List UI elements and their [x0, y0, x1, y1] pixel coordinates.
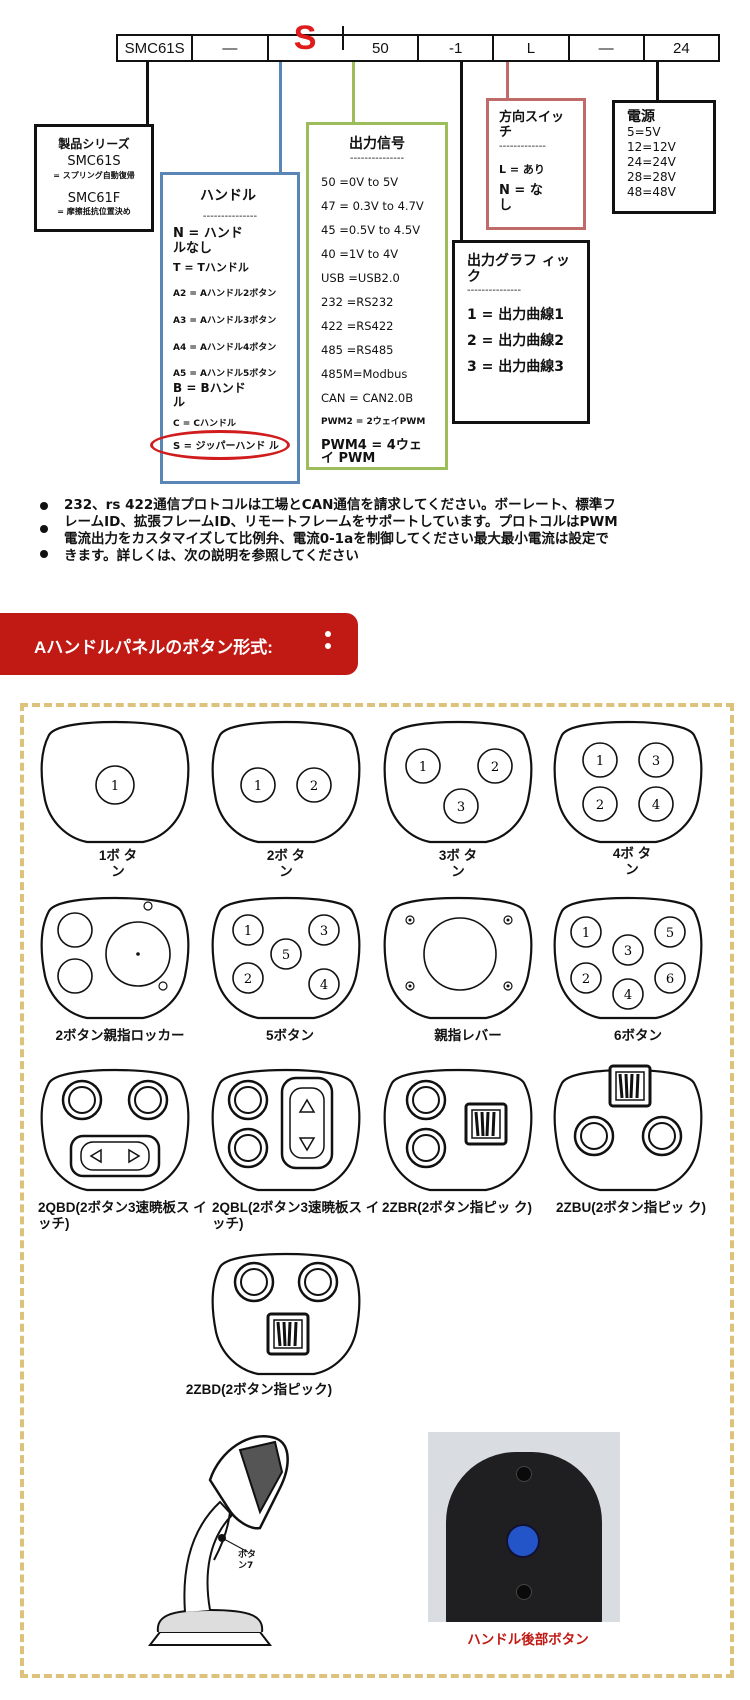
- code-cell-power: 24: [673, 39, 690, 57]
- handle-divider: ---------------: [202, 211, 258, 222]
- note-bullet-3: [40, 550, 48, 558]
- code-cell-graph: -1: [419, 36, 495, 60]
- note-line-1: 232、rs 422通信プロトコルは工場とCAN通信を請求してください。ボーレー…: [64, 497, 616, 513]
- panel-label-thumb-rocker: 2ボタン親指ロッカー: [55, 1028, 185, 1043]
- power-item-1: 12=12V: [627, 140, 676, 155]
- screw-top: [516, 1466, 532, 1482]
- note-bullet-2: [40, 525, 48, 533]
- panel-label-thumb-lever: 親指レバー: [434, 1028, 502, 1043]
- direction-item-n: N = な し: [499, 183, 543, 213]
- note-bullet-1: [40, 502, 48, 510]
- button-7-label: ボタ ン7: [238, 1550, 257, 1571]
- panel-label-4-button: 4ボ タン: [612, 846, 652, 877]
- panel-label-3-button: 3ボ タン: [438, 848, 478, 879]
- output-item-1: 47 = 0.3V to 4.7V: [321, 199, 424, 213]
- series-title: 製品シリーズ: [58, 137, 130, 151]
- output-item-9: CAN = CAN2.0B: [321, 391, 414, 405]
- connector-direction: [506, 62, 509, 100]
- graph-item-1: 1 = 出力曲線1: [467, 307, 564, 324]
- output-item-11: PWM4 = 4ウェイ PWM: [321, 438, 422, 466]
- panel-label-5-button: 5ボタン: [265, 1028, 314, 1043]
- output-item-0: 50 =0V to 5V: [321, 175, 399, 189]
- output-item-10: PWM2 = 2ウェイPWM: [321, 417, 426, 427]
- power-item-2: 24=24V: [627, 155, 676, 170]
- power-title: 電源: [627, 109, 655, 125]
- screw-bottom: [516, 1584, 532, 1600]
- series-item-1-note: = スプリング自動復帰: [53, 170, 135, 180]
- more-dots-icon: [325, 631, 331, 649]
- panel-label-2zbu: 2ZBU(2ボタン指ピッ ク): [556, 1200, 707, 1215]
- connector-handle: [279, 62, 282, 174]
- connector-graph: [460, 62, 463, 242]
- output-list: 50 =0V to 5V 47 = 0.3V to 4.7V 45 =0.5V to…: [321, 175, 445, 465]
- panel-label-2zbr: 2ZBR(2ボタン指ピッ ク): [382, 1200, 533, 1215]
- direction-box: 方向スイッ チ ------------- L = あり N = な し: [486, 98, 586, 230]
- model-code-bar: SMC61S — S 50 -1 L — 24: [116, 19, 720, 62]
- code-cell-series: SMC61S: [118, 36, 194, 60]
- handle-item-t: T = Tハンドル: [173, 260, 249, 274]
- handle-item-a4: A4 = Aハンドル4ボタン: [173, 343, 277, 354]
- output-item-7: 485 =RS485: [321, 343, 394, 357]
- panel-label-1-button: 1ボ タン: [98, 848, 138, 879]
- panel-label-2-button: 2ボ タン: [266, 848, 306, 879]
- direction-item-l: L = あり: [499, 162, 545, 176]
- graph-item-3: 3 = 出力曲線3: [467, 359, 564, 376]
- direction-divider: -------------: [499, 140, 546, 152]
- handle-item-a3: A3 = Aハンドル3ボタン: [173, 316, 277, 327]
- output-box: 出力信号 --------------- 50 =0V to 5V 47 = 0.…: [306, 122, 448, 470]
- connector-output: [352, 62, 355, 124]
- note-line-4: きます。詳しくは、次の説明を参照してください: [64, 548, 359, 564]
- connector-series: [146, 62, 149, 126]
- graph-title: 出力グラフ ィック: [467, 253, 570, 286]
- panel-label-2qbd: 2QBD(2ボタン3速暁板ス イッチ): [38, 1200, 207, 1231]
- graph-box: 出力グラフ ィック --------------- 1 = 出力曲線1 2 = …: [452, 240, 590, 424]
- graph-item-2: 2 = 出力曲線2: [467, 333, 564, 350]
- series-item-2-note: = 摩擦抵抗位置決め: [57, 207, 131, 217]
- output-item-4: USB =USB2.0: [321, 271, 400, 285]
- graph-divider: ---------------: [467, 285, 522, 297]
- connector-power: [656, 62, 659, 104]
- output-item-2: 45 =0.5V to 4.5V: [321, 223, 421, 237]
- series-item-1: SMC61S: [67, 154, 121, 169]
- code-cell-dash2: —: [570, 36, 645, 60]
- button-panel-area: [20, 703, 734, 1678]
- handle-item-c: C = Cハンドル: [173, 418, 237, 429]
- rear-button-photo: [428, 1432, 620, 1622]
- code-cell-output: 50: [344, 36, 419, 60]
- power-item-3: 28=28V: [627, 170, 676, 185]
- handle-side-drawing: [147, 1435, 289, 1646]
- output-divider: ---------------: [349, 153, 405, 164]
- handle-title: ハンドル: [200, 188, 256, 204]
- banner-title: Aハンドルパネルのボタン形式:: [34, 638, 273, 657]
- series-item-2: SMC61F: [67, 190, 121, 206]
- series-box: 製品シリーズ SMC61S = スプリング自動復帰 SMC61F = 摩擦抵抗位…: [34, 124, 154, 232]
- power-item-0: 5=5V: [627, 125, 661, 140]
- handle-item-n: N = ハンド ルなし: [173, 226, 243, 256]
- rear-button-icon: [508, 1526, 538, 1556]
- rear-button-caption: ハンドル後部ボタン: [467, 1632, 589, 1647]
- handle-item-b: B = Bハンド ル: [173, 381, 246, 409]
- handle-s-highlight: [150, 430, 290, 460]
- power-item-4: 48=48V: [627, 185, 676, 200]
- handle-item-a5: A5 = Aハンドル5ボタン: [173, 369, 277, 380]
- output-item-5: 232 =RS232: [321, 295, 394, 309]
- handle-item-a2: A2 = Aハンドル2ボタン: [173, 289, 277, 300]
- section-banner: Aハンドルパネルのボタン形式:: [0, 613, 358, 675]
- code-cell-dash: —: [193, 36, 269, 60]
- panel-label-6-button: 6ボタン: [613, 1028, 662, 1043]
- note-line-2: レームID、拡張フレームID、リモートフレームをサポートしています。プロトコルは…: [64, 514, 618, 530]
- note-line-3: 電流出力をカスタマイズして比例弁、電流0-1aを制御してください最大最小電流は設…: [64, 531, 609, 547]
- direction-title: 方向スイッ チ: [499, 110, 565, 140]
- output-item-8: 485M=Modbus: [321, 367, 408, 381]
- output-item-3: 40 =1V to 4V: [321, 247, 399, 261]
- panel-label-2qbl: 2QBL(2ボタン3速暁板ス イッチ): [212, 1200, 380, 1231]
- output-title: 出力信号: [349, 136, 405, 152]
- code-cell-handle: S: [269, 19, 344, 57]
- output-item-6: 422 =RS422: [321, 319, 394, 333]
- code-cell-direction: L: [494, 36, 570, 60]
- panel-label-2zbd: 2ZBD(2ボタン指ピック): [185, 1382, 333, 1397]
